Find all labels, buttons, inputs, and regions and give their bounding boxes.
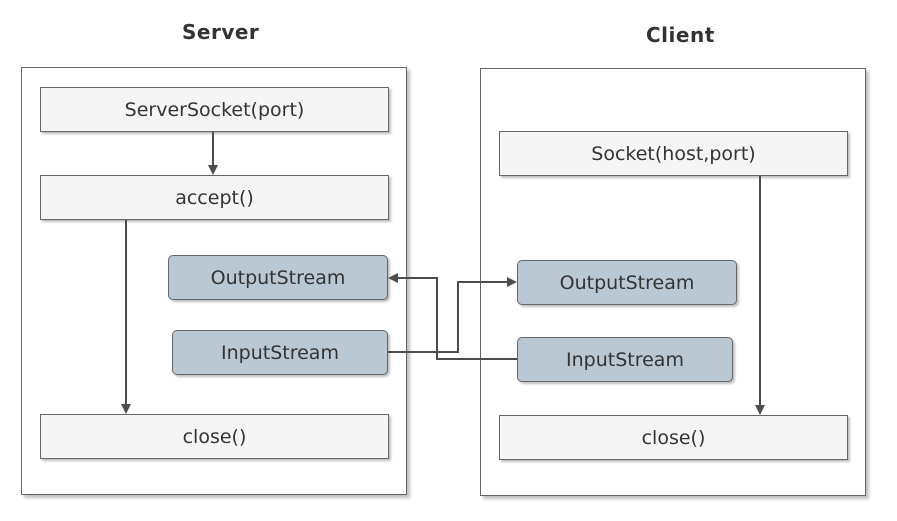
server-input-stream: InputStream bbox=[172, 330, 388, 375]
client-title: Client bbox=[646, 23, 715, 47]
client-output-stream: OutputStream bbox=[517, 260, 737, 305]
client-input-stream: InputStream bbox=[517, 337, 733, 382]
accept-box: accept() bbox=[40, 175, 389, 220]
arrow-client-input-to-server-output bbox=[388, 273, 517, 360]
server-title: Server bbox=[182, 20, 260, 44]
server-socket-box: ServerSocket(port) bbox=[40, 87, 389, 132]
server-output-stream: OutputStream bbox=[168, 255, 388, 300]
arrow-server-input-to-client-output bbox=[388, 277, 517, 353]
server-close-box: close() bbox=[40, 414, 389, 459]
client-close-box: close() bbox=[499, 415, 848, 460]
client-socket-box: Socket(host,port) bbox=[499, 131, 848, 176]
